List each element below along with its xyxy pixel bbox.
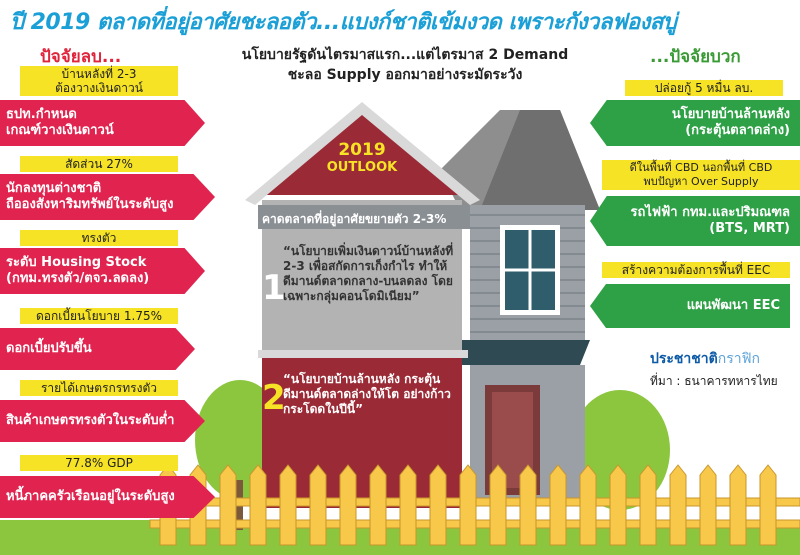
negative-heading: ปัจจัยลบ... (40, 47, 122, 67)
page-title: ปี 2019 ตลาดที่อยู่อาศัยชะลอตัว...แบงก์ช… (10, 10, 677, 35)
subtitle-line-1: นโยบายรัฐดันไตรมาสแรก...แต่ไตรมาส 2 Dema… (241, 47, 569, 63)
subtitle-line-2: ชะลอ Supply ออกมาอย่างระมัดระวัง (287, 67, 523, 83)
positive-item-3: แผนพัฒนา EEC (590, 284, 790, 328)
positive-tag-2: ดีในพื้นที่ CBD นอกพื้นที่ CBD พบปัญหา O… (602, 160, 800, 190)
main-roof (262, 110, 462, 195)
negative-item-1: ธปท.กำหนด เกณฑ์วางเงินดาวน์ (0, 100, 205, 146)
positive-item-2: รถไฟฟ้า กทม.และปริมณฑล (BTS, MRT) (590, 196, 800, 246)
negative-item-6: หนี้ภาคครัวเรือนอยู่ในระดับสูง (0, 476, 215, 518)
positive-tag-3: สร้างความต้องการพื้นที่ EEC (602, 262, 790, 278)
negative-item-4: ดอกเบี้ยปรับขึ้น (0, 328, 195, 370)
porch-roof (455, 340, 590, 365)
positive-item-1: นโยบายบ้านล้านหลัง (กระตุ้นตลาดล่าง) (590, 100, 800, 146)
point-2-number: 2 (262, 378, 286, 418)
negative-item-2: นักลงทุนต่างชาติ ถือองสังหาริมทรัพย์ในระ… (0, 174, 215, 220)
negative-tag-1: บ้านหลังที่ 2-3 ต้องวางเงินดาวน์ (20, 66, 178, 96)
negative-tag-5: รายได้เกษตรกรทรงตัว (20, 380, 178, 396)
negative-tag-3: ทรงตัว (20, 230, 178, 246)
negative-tag-2: สัดส่วน 27% (20, 156, 178, 172)
positive-tag-1: ปล่อยกู้ 5 หมื่น ลบ. (625, 80, 783, 96)
outlook-year: 2019 (338, 140, 386, 160)
point-1-number: 1 (262, 268, 286, 308)
negative-tag-6: 77.8% GDP (20, 455, 178, 471)
source-note: ที่มา : ธนาคารทหารไทย (650, 374, 778, 388)
brand-logo: ประชาชาติกราฟิก (650, 351, 760, 367)
forecast-text: คาดตลาดที่อยู่อาศัยขยายตัว 2-3% (262, 212, 447, 226)
outlook-label: OUTLOOK (326, 160, 398, 175)
negative-item-3: ระดับ Housing Stock (กทม.ทรงตัว/ตจว.ลดลง… (0, 248, 205, 294)
negative-item-5: สินค้าเกษตรทรงตัวในระดับต่ำ (0, 400, 205, 442)
positive-heading: ...ปัจจัยบวก (650, 47, 741, 67)
fence (149, 464, 800, 546)
point-1-text: “นโยบายเพิ่มเงินดาวน์บ้านหลังที่ 2-3 เพื… (283, 244, 454, 303)
negative-tag-4: ดอกเบี้ยนโยบาย 1.75% (20, 308, 178, 324)
point-2-text: “นโยบายบ้านล้านหลัง กระตุ้นดีมานด์ตลาดล่… (283, 372, 451, 416)
